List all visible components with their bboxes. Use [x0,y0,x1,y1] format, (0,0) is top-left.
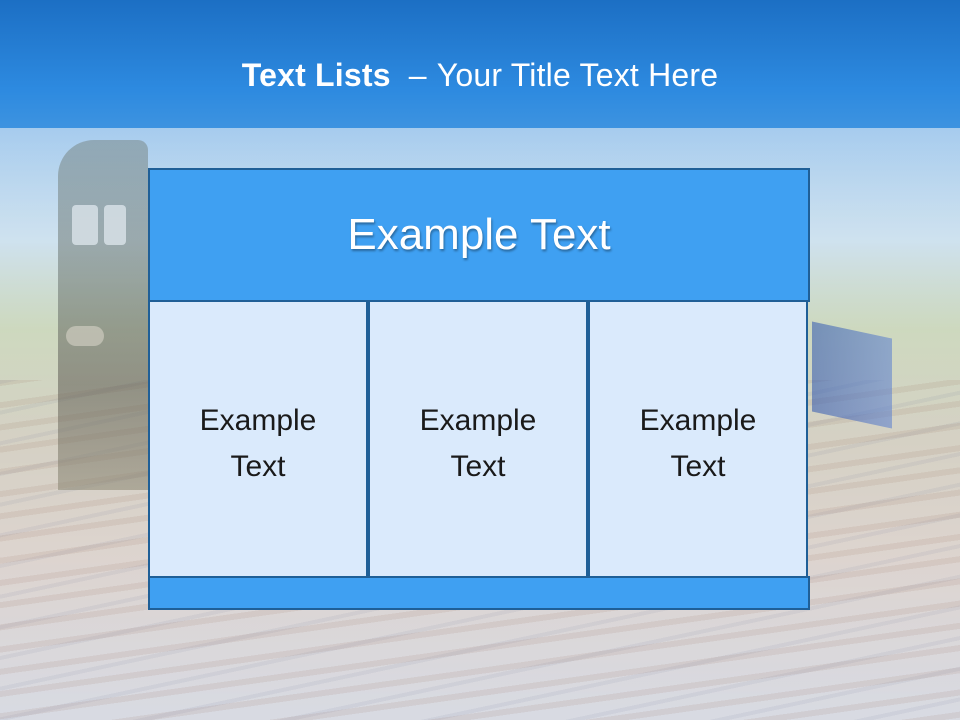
text-list-diagram: Example Text Example Text Example Text E… [148,168,810,610]
diagram-cell-text: Example Text [370,398,586,490]
title-bold: Text Lists [241,57,391,93]
diagram-cell[interactable]: Example Text [148,300,368,578]
cell-line-2: Text [670,450,726,483]
title-bar [0,0,960,128]
cell-line-1: Example [199,404,317,437]
cell-line-1: Example [639,404,757,437]
diagram-cell[interactable]: Example Text [588,300,808,578]
cell-line-2: Text [450,450,506,483]
title-rest: Your Title Text Here [436,57,719,93]
diagram-footer-bar[interactable] [148,576,810,610]
background-locomotive [58,140,148,490]
slide-title: Text Lists–Your Title Text Here [0,55,960,95]
cell-line-1: Example [419,404,537,437]
background-locomotive-window [104,205,126,245]
diagram-cell-text: Example Text [590,398,806,490]
diagram-cell-text: Example Text [150,398,366,490]
cell-line-2: Text [230,450,286,483]
background-coach [812,321,892,429]
diagram-header-box[interactable]: Example Text [148,168,810,302]
diagram-header-text: Example Text [347,210,611,259]
background-locomotive-window [72,205,98,245]
title-dash: – [408,57,427,93]
background-locomotive-lamp [66,326,104,346]
diagram-cell[interactable]: Example Text [368,300,588,578]
